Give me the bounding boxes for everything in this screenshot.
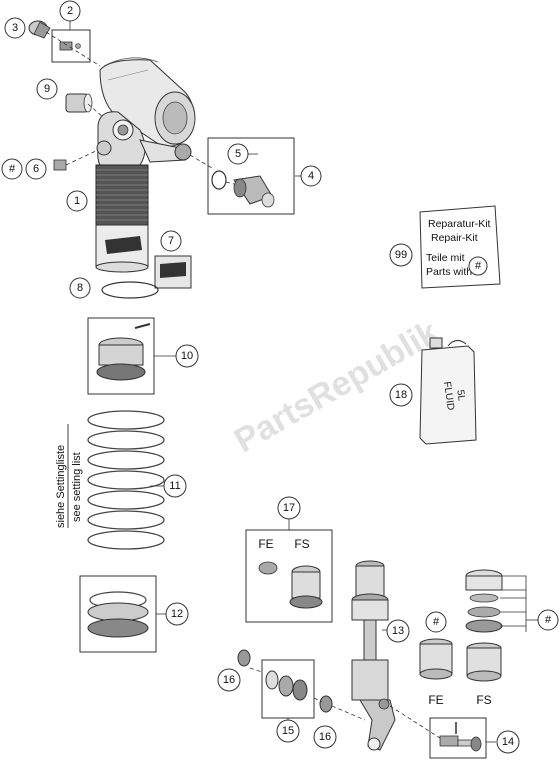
bearing-part-15 (265, 670, 308, 701)
callout-9: 9 (36, 78, 58, 100)
svg-text:10: 10 (181, 350, 193, 362)
callout-16-a: 16 (217, 668, 241, 692)
callout-2: 2 (59, 0, 81, 22)
callout-12: 12 (165, 602, 189, 626)
svg-text:16: 16 (319, 731, 331, 743)
spring-part-11 (87, 410, 165, 550)
svg-text:9: 9 (44, 83, 50, 95)
shock-head (96, 111, 192, 176)
svg-text:11: 11 (169, 480, 180, 492)
sticker-part-7 (154, 255, 192, 289)
spring-retainer-part-10 (96, 323, 151, 381)
svg-text:12: 12 (171, 608, 183, 620)
callout-99: 99 (389, 243, 413, 267)
kit-box-2 (51, 29, 91, 63)
fs-label: FS (476, 693, 491, 707)
svg-text:6: 6 (33, 163, 39, 175)
kit-box-4 (207, 137, 295, 215)
shock-spring-body (95, 164, 149, 273)
callout-10: 10 (175, 344, 199, 368)
callout-6: 6 (25, 158, 47, 180)
seal-part-16-b (319, 695, 333, 713)
svg-text:7: 7 (168, 235, 174, 247)
svg-text:3: 3 (12, 22, 18, 34)
kit17-fe-label: FE (258, 537, 273, 551)
fs-bracket-lines (500, 575, 527, 632)
callout-11: 11 (163, 474, 187, 498)
kit17-fs-label: FS (294, 537, 309, 551)
callout-17: 17 (277, 496, 301, 520)
kit-box-14 (429, 717, 487, 759)
shim-stack-fs (465, 569, 503, 633)
repair-kit-line1: Reparatur-Kit (428, 218, 491, 230)
callout-4: 4 (300, 165, 322, 187)
svg-text:15: 15 (282, 725, 294, 737)
callout-3: 3 (4, 17, 26, 39)
fluid-can-part-18: FLUID 5L (419, 337, 477, 445)
nipple-part-6 (53, 159, 67, 171)
svg-text:8: 8 (77, 282, 83, 294)
svg-text:1: 1 (74, 195, 80, 207)
cap-part-3 (28, 20, 51, 39)
spring-seat-part-12 (87, 591, 149, 638)
callout-13: 13 (386, 619, 410, 643)
fe-label: FE (428, 693, 443, 707)
watermark: PartsRepublik (228, 313, 445, 460)
seal-part-16-a (237, 649, 251, 667)
svg-text:99: 99 (395, 249, 407, 261)
svg-text:#: # (9, 163, 16, 175)
svg-text:#: # (545, 614, 552, 626)
callout-15: 15 (276, 719, 300, 743)
svg-text:18: 18 (395, 389, 407, 401)
callout-18: 18 (389, 383, 413, 407)
setting-list-en: see setting list (71, 452, 83, 522)
callout-14: 14 (496, 730, 520, 754)
fluid-label-2: 5L (454, 389, 467, 402)
valve-part-2 (59, 41, 81, 51)
piston-fe (419, 638, 453, 680)
repair-kit-line3: Teile mit (426, 252, 465, 264)
svg-text:#: # (433, 616, 440, 628)
repair-kit-line4: Parts with (426, 266, 472, 278)
svg-text:17: 17 (283, 502, 295, 514)
piston-fs (466, 642, 502, 682)
callout-hash-6: # (1, 158, 23, 180)
damper-rod-part-13 (351, 560, 396, 751)
oring-part-5 (211, 170, 227, 190)
svg-text:13: 13 (392, 625, 404, 637)
circlip-part-8 (101, 281, 159, 299)
kit17-parts (258, 561, 323, 609)
bushing-part-9 (65, 93, 93, 113)
svg-text:16: 16 (223, 674, 235, 686)
shock-reservoir (99, 57, 196, 147)
svg-text:2: 2 (67, 5, 73, 17)
repair-kit-hash: # (475, 260, 482, 272)
adjuster-part-14 (439, 722, 482, 752)
callout-1: 1 (66, 190, 88, 212)
svg-text:4: 4 (308, 170, 314, 182)
callout-5: 5 (227, 143, 249, 165)
adjuster-part-4 (233, 175, 275, 208)
setting-list-note: siehe Settingliste see setting list (55, 424, 83, 528)
setting-list-de: siehe Settingliste (55, 445, 67, 528)
repair-kit-card: Reparatur-Kit Repair-Kit Teile mit Parts… (419, 205, 501, 289)
callout-8: 8 (69, 277, 91, 299)
callout-16-b: 16 (313, 725, 337, 749)
callout-7: 7 (160, 230, 182, 252)
callout-hash-fs: # (537, 609, 559, 631)
leader-lines (45, 31, 441, 739)
fluid-label-1: FLUID (441, 381, 456, 411)
repair-kit-line2: Repair-Kit (431, 232, 478, 244)
svg-text:14: 14 (502, 736, 514, 748)
callout-hash-fe: # (425, 611, 447, 633)
svg-text:5: 5 (235, 148, 241, 160)
